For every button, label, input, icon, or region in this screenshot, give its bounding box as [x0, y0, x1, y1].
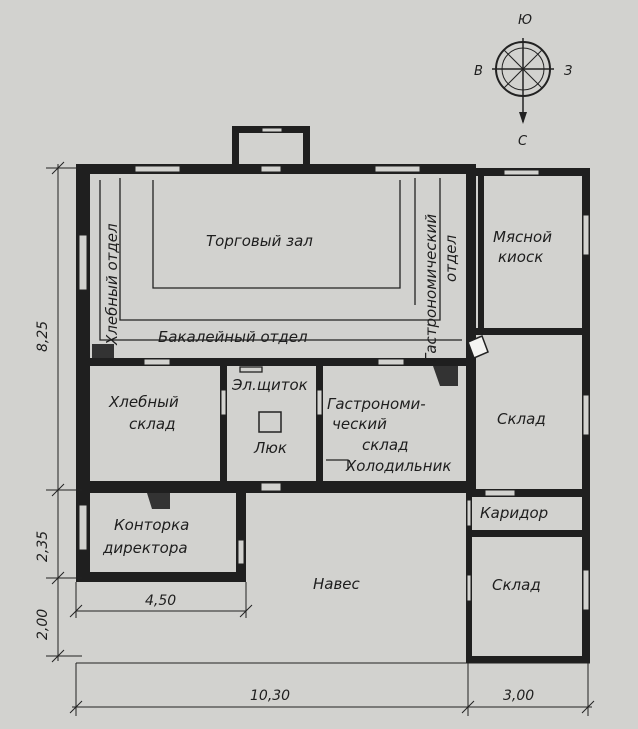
label-meat-kiosk-line1: Мясной — [493, 228, 552, 246]
label-trading-hall: Торговый зал — [206, 232, 313, 250]
dim-height-main: 8,25 — [35, 321, 51, 352]
electric-panel-icon — [239, 366, 263, 373]
dim-height-office: 2,35 — [35, 531, 51, 562]
stair-hatches — [92, 335, 489, 509]
dim-annex-width: 3,00 — [503, 688, 534, 704]
label-hatch: Люк — [253, 439, 287, 457]
windows — [78, 127, 590, 611]
label-gastro-storage-line2: ческий — [332, 415, 387, 433]
dim-height-canopy: 2,00 — [35, 609, 51, 640]
label-meat-kiosk-line2: киоск — [498, 248, 543, 266]
compass-east-label: З — [564, 64, 572, 79]
label-bread-storage-line1: Хлебный — [108, 393, 179, 411]
label-bread-storage-line2: склад — [129, 415, 175, 433]
compass-south-label: Ю — [518, 13, 532, 28]
dimension-lines — [46, 161, 595, 716]
label-grocery-dept: Бакалейный отдел — [158, 328, 308, 346]
label-canopy: Навес — [313, 575, 361, 593]
label-corridor: Каридор — [480, 504, 548, 522]
label-storage-upper: Склад — [497, 410, 546, 428]
label-fridge: Холодильник — [345, 457, 451, 475]
compass-west-label: В — [474, 64, 483, 79]
label-el-panel: Эл.щиток — [231, 376, 308, 394]
compass-rose-icon — [492, 38, 554, 124]
label-director-line2: директора — [102, 539, 188, 557]
label-gastro-dept-line2: отдел — [442, 234, 460, 282]
counters — [99, 178, 462, 341]
compass-north-label: С — [518, 134, 528, 149]
label-gastro-storage-line3: склад — [362, 436, 408, 454]
fridge-icon — [326, 459, 349, 470]
label-bread-dept: Хлебный отдел — [103, 223, 121, 346]
label-gastro-storage-line1: Гастрономи- — [327, 395, 426, 413]
dim-office-width: 4,50 — [145, 593, 176, 609]
label-gastro-dept-line1: Гастрономический — [422, 214, 440, 362]
label-storage-lower: Склад — [492, 576, 541, 594]
dim-total-width: 10,30 — [250, 688, 290, 704]
hatch-icon — [258, 411, 282, 433]
label-director-line1: Конторка — [114, 516, 189, 534]
